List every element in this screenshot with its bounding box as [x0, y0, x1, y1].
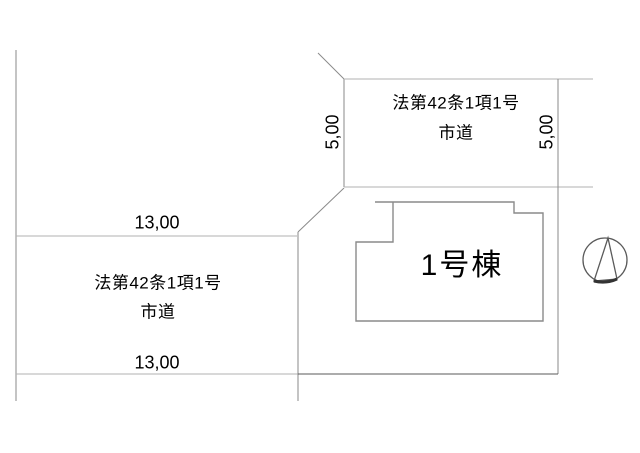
top-road-name-line2: 市道	[438, 123, 474, 143]
left-road-name-line1: 法第42条1項1号	[94, 273, 222, 293]
left-road-frontage-dimension-bottom: 13,00	[134, 352, 180, 373]
building-label: 1号棟	[420, 249, 504, 282]
top-road-name-line1: 法第42条1項1号	[392, 93, 520, 113]
top-road-width-dimension-left: 5,00	[322, 114, 343, 150]
north-arrow-icon	[582, 235, 628, 284]
corner-chamfer-line	[297, 187, 345, 233]
top-road-northwest-diagonal	[317, 52, 345, 80]
left-road-frontage-dimension-top: 13,00	[134, 212, 180, 233]
building-outline	[355, 201, 544, 322]
left-road-name-line2: 市道	[140, 302, 176, 322]
top-road-width-dimension-right: 5,00	[536, 114, 557, 150]
